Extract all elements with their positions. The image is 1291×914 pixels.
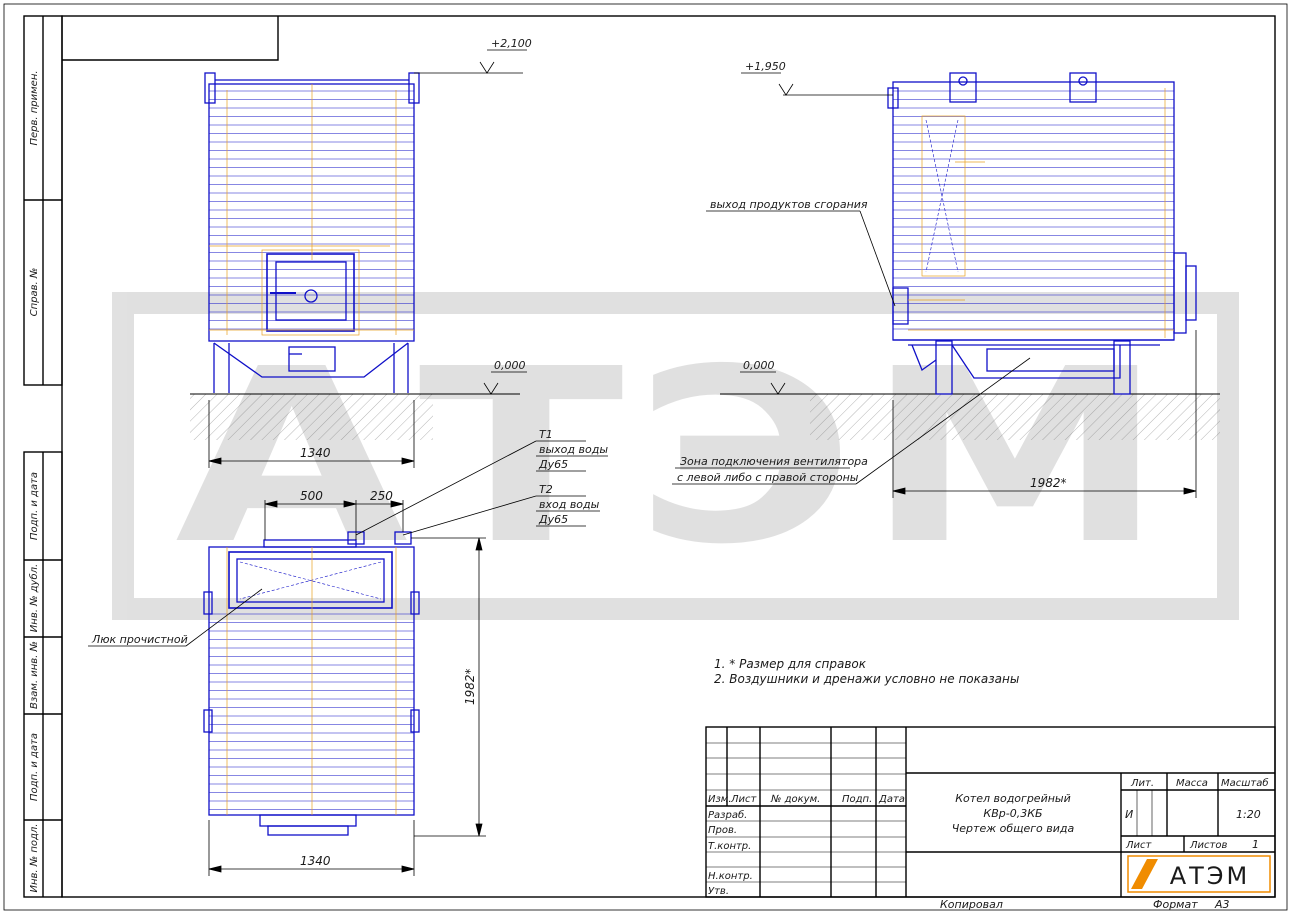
side-elev-ground: 0,000 [740, 359, 786, 395]
front-width-label: 1340 [300, 446, 331, 460]
plan-hatch-crosses [239, 561, 382, 600]
tb-sheet-label: Лист [1125, 840, 1153, 851]
tb-lit-value: И [1125, 808, 1133, 821]
plan-dim-500-250: 500 250 [264, 489, 404, 540]
plan-dim-250-label: 250 [370, 489, 393, 503]
front-width-dim: 1340 [208, 400, 415, 468]
tb-role-razrab: Разраб. [708, 809, 747, 821]
note-2: 2. Воздушники и дренажи условно не показ… [714, 672, 1019, 686]
tb-role-utv: Утв. [708, 886, 729, 897]
tb-title-line-3: Чертеж общего вида [952, 822, 1075, 835]
tb-title-line-1: Котел водогрейный [955, 792, 1071, 805]
tb-sheets-value: 1 [1252, 838, 1259, 851]
tb-header-data: Дата [878, 794, 905, 805]
stamp-vzam-inv: Взам. инв. № [29, 641, 40, 709]
side-burner-crosses [925, 119, 959, 273]
stamp-inv-dubl: Инв. № дубл. [28, 564, 40, 632]
plan-t1-desc: выход воды [539, 443, 608, 456]
tb-scale-label: Масштаб [1221, 777, 1269, 789]
notes: 1. * Размер для справок 2. Воздушники и … [714, 657, 1019, 686]
plan-boiler-body [203, 531, 420, 836]
side-boiler-body [887, 72, 1197, 395]
side-fan-callout: Зона подключения вентилятора с левой либ… [672, 357, 1031, 485]
company-logo: АТЭМ [1127, 855, 1271, 893]
side-ground-hatch [810, 394, 1220, 440]
side-panel-lines [893, 90, 1174, 330]
plan-length-label: 1982* [463, 668, 477, 705]
plan-view: 500 250 T1 выход воды Ду65 T2 вход воды … [88, 428, 608, 876]
tb-format-value: А3 [1214, 898, 1230, 911]
stamp-perv-primen: Перв. примен. [29, 70, 40, 145]
tb-mass-label: Масса [1176, 778, 1208, 789]
plan-t2-size: Ду65 [538, 513, 568, 526]
side-view: +1,950 0,000 выход продуктов сгорания Зо… [672, 60, 1220, 498]
tb-copied: Копировал [940, 898, 1003, 911]
front-boiler-body [204, 72, 420, 393]
plan-width-dim: 1340 [208, 820, 415, 876]
side-exhaust-label: выход продуктов сгорания [710, 198, 868, 211]
plan-t1-size: Ду65 [538, 458, 568, 471]
plan-t2-label: T2 [539, 483, 553, 496]
tb-format-label: Формат [1153, 898, 1198, 911]
tb-role-tkontr: Т.контр. [708, 841, 751, 852]
plan-t1-label: T1 [539, 428, 553, 441]
side-stamps: Перв. примен. Справ. № Подп. и дата Инв.… [28, 70, 40, 892]
company-logo-text: АТЭМ [1170, 862, 1251, 890]
plan-t2-callout: T2 вход воды Ду65 [402, 483, 600, 536]
note-1: 1. * Размер для справок [714, 657, 867, 671]
front-elev-ground: 0,000 [483, 359, 527, 395]
plan-width-label: 1340 [300, 854, 331, 868]
plan-panel-lines [209, 613, 414, 810]
stamp-podp-data-2: Подп. и дата [29, 733, 40, 801]
side-hidden-lines [908, 88, 1174, 338]
tb-header-list: Лист [730, 794, 758, 805]
tb-sheets-label: Листов [1189, 840, 1227, 851]
front-elev-top-label: +2,100 [491, 37, 532, 50]
plan-dim-500-label: 500 [300, 489, 323, 503]
tb-title-line-2: КВр-0,3КБ [983, 807, 1042, 820]
stamp-podp-data-1: Подп. и дата [29, 472, 40, 540]
tb-header-izm: Изм. [708, 794, 732, 805]
plan-length-dim: 1982* [411, 537, 486, 837]
tb-scale-value: 1:20 [1236, 808, 1261, 821]
plan-hidden-lines [226, 547, 397, 815]
tb-lit-label: Лит. [1130, 778, 1154, 789]
sheet-frame [3, 3, 1288, 911]
front-hidden-lines [209, 84, 414, 336]
plan-t2-desc: вход воды [539, 498, 600, 511]
tb-header-docum: № докум. [770, 794, 820, 805]
side-fan-label-1: Зона подключения вентилятора [680, 455, 868, 468]
side-elev-top-label: +1,950 [745, 60, 786, 73]
front-view: +2,100 0,000 1340 [190, 37, 532, 468]
front-elev-top: +2,100 [414, 37, 532, 74]
side-length-dim: 1982* [892, 330, 1197, 498]
tb-role-prov: Пров. [708, 825, 737, 836]
stamp-sprav-no: Справ. № [29, 268, 40, 317]
side-fan-label-2: с левой либо с правой стороны [677, 471, 859, 484]
tb-role-nkontr: Н.контр. [708, 871, 753, 882]
plan-t1-callout: T1 выход воды Ду65 [355, 428, 608, 536]
side-elev-ground-label: 0,000 [743, 359, 775, 372]
watermark: АТЭМ [112, 292, 1239, 620]
front-panel-lines [209, 90, 414, 330]
front-elev-ground-label: 0,000 [494, 359, 526, 372]
side-length-label: 1982* [1030, 476, 1067, 490]
side-elev-top: +1,950 [741, 60, 893, 96]
watermark-text: АТЭМ [175, 317, 1175, 597]
stamp-inv-podl: Инв. № подл. [29, 824, 40, 893]
side-exhaust-callout: выход продуктов сгорания [706, 198, 896, 307]
plan-hatch-callout: Люк прочистной [88, 588, 263, 647]
tb-header-podp: Подп. [842, 794, 872, 805]
front-ground-hatch [190, 394, 433, 440]
title-block: Изм. Лист № докум. Подп. Дата Разраб. Пр… [705, 726, 1276, 911]
plan-hatch-label: Люк прочистной [91, 633, 188, 646]
